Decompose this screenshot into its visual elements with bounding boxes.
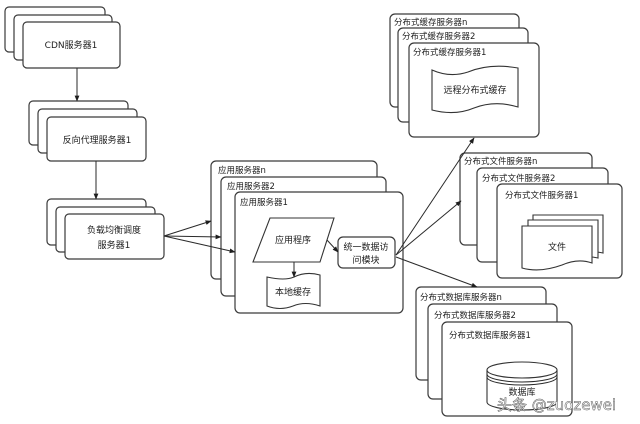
file-server-front-label: 分布式文件服务器1 bbox=[505, 190, 578, 201]
data-access-label-line2: 问模块 bbox=[352, 254, 379, 266]
app-program-shape bbox=[252, 217, 335, 263]
remote-cache-shape bbox=[431, 65, 519, 114]
reverse-proxy-label: 反向代理服务器1 bbox=[63, 134, 132, 146]
app-server-back-label: 应用服务器n bbox=[218, 165, 266, 176]
app-server-stack: 应用服务器n 应用服务器2 应用服务器1 应用程序 本地缓存 统一数据访 问模块 bbox=[210, 160, 404, 314]
cdn-server-label: CDN服务器1 bbox=[45, 39, 98, 51]
load-balancer-front bbox=[64, 213, 165, 260]
reverse-proxy-stack: 反向代理服务器1 bbox=[28, 100, 147, 162]
watermark: 头条 @zuozewei bbox=[497, 396, 616, 414]
edge-lb-to-app-1 bbox=[163, 235, 236, 254]
db-server-middle-label: 分布式数据库服务器2 bbox=[434, 310, 516, 321]
edge-data-access-to-db bbox=[395, 256, 478, 288]
edge-data-access-to-cache bbox=[395, 137, 475, 256]
load-balancer-label-line2: 服务器1 bbox=[98, 239, 131, 251]
app-program-label: 应用程序 bbox=[275, 234, 311, 246]
edge-data-access-to-file bbox=[395, 200, 462, 256]
file-server-middle-label: 分布式文件服务器2 bbox=[482, 173, 555, 184]
db-server-back-label: 分布式数据库服务器n bbox=[420, 292, 502, 303]
db-server-front-label: 分布式数据库服务器1 bbox=[449, 330, 531, 341]
edge-app-to-data-access bbox=[326, 239, 339, 253]
data-access-label-line1: 统一数据访 bbox=[343, 241, 388, 253]
database-icon bbox=[486, 361, 558, 411]
load-balancer-label-line1: 负载均衡调度 bbox=[87, 224, 141, 236]
load-balancer-stack: 负载均衡调度 服务器1 bbox=[46, 198, 165, 260]
data-access-module bbox=[337, 236, 396, 269]
app-server-front-label: 应用服务器1 bbox=[240, 197, 288, 208]
file-doc-label: 文件 bbox=[548, 241, 566, 253]
edges bbox=[74, 68, 478, 288]
cdn-server-stack: CDN服务器1 bbox=[4, 6, 121, 69]
file-server-back-label: 分布式文件服务器n bbox=[464, 156, 537, 167]
file-doc-front bbox=[521, 225, 593, 271]
cdn-server-front bbox=[22, 21, 121, 69]
local-cache-label: 本地缓存 bbox=[275, 286, 311, 298]
edge-lb-to-app-2 bbox=[163, 234, 222, 240]
file-server-stack: 分布式文件服务器n 分布式文件服务器2 分布式文件服务器1 文件 bbox=[459, 152, 623, 279]
edge-lb-to-app-n bbox=[163, 220, 212, 237]
cache-server-front-label: 分布式缓存服务器1 bbox=[413, 47, 486, 58]
cache-server-back-label: 分布式缓存服务器n bbox=[394, 17, 467, 28]
local-cache-shape bbox=[266, 272, 321, 310]
cache-server-stack: 分布式缓存服务器n 分布式缓存服务器2 分布式缓存服务器1 远程分布式缓存 bbox=[389, 13, 540, 138]
db-server-stack: 分布式数据库服务器n 分布式数据库服务器2 分布式数据库服务器1 数据库 bbox=[415, 286, 573, 417]
app-server-middle-label: 应用服务器2 bbox=[227, 181, 275, 192]
cache-server-middle-label: 分布式缓存服务器2 bbox=[402, 31, 475, 42]
database-label: 数据库 bbox=[508, 386, 535, 398]
remote-cache-label: 远程分布式缓存 bbox=[443, 84, 506, 96]
